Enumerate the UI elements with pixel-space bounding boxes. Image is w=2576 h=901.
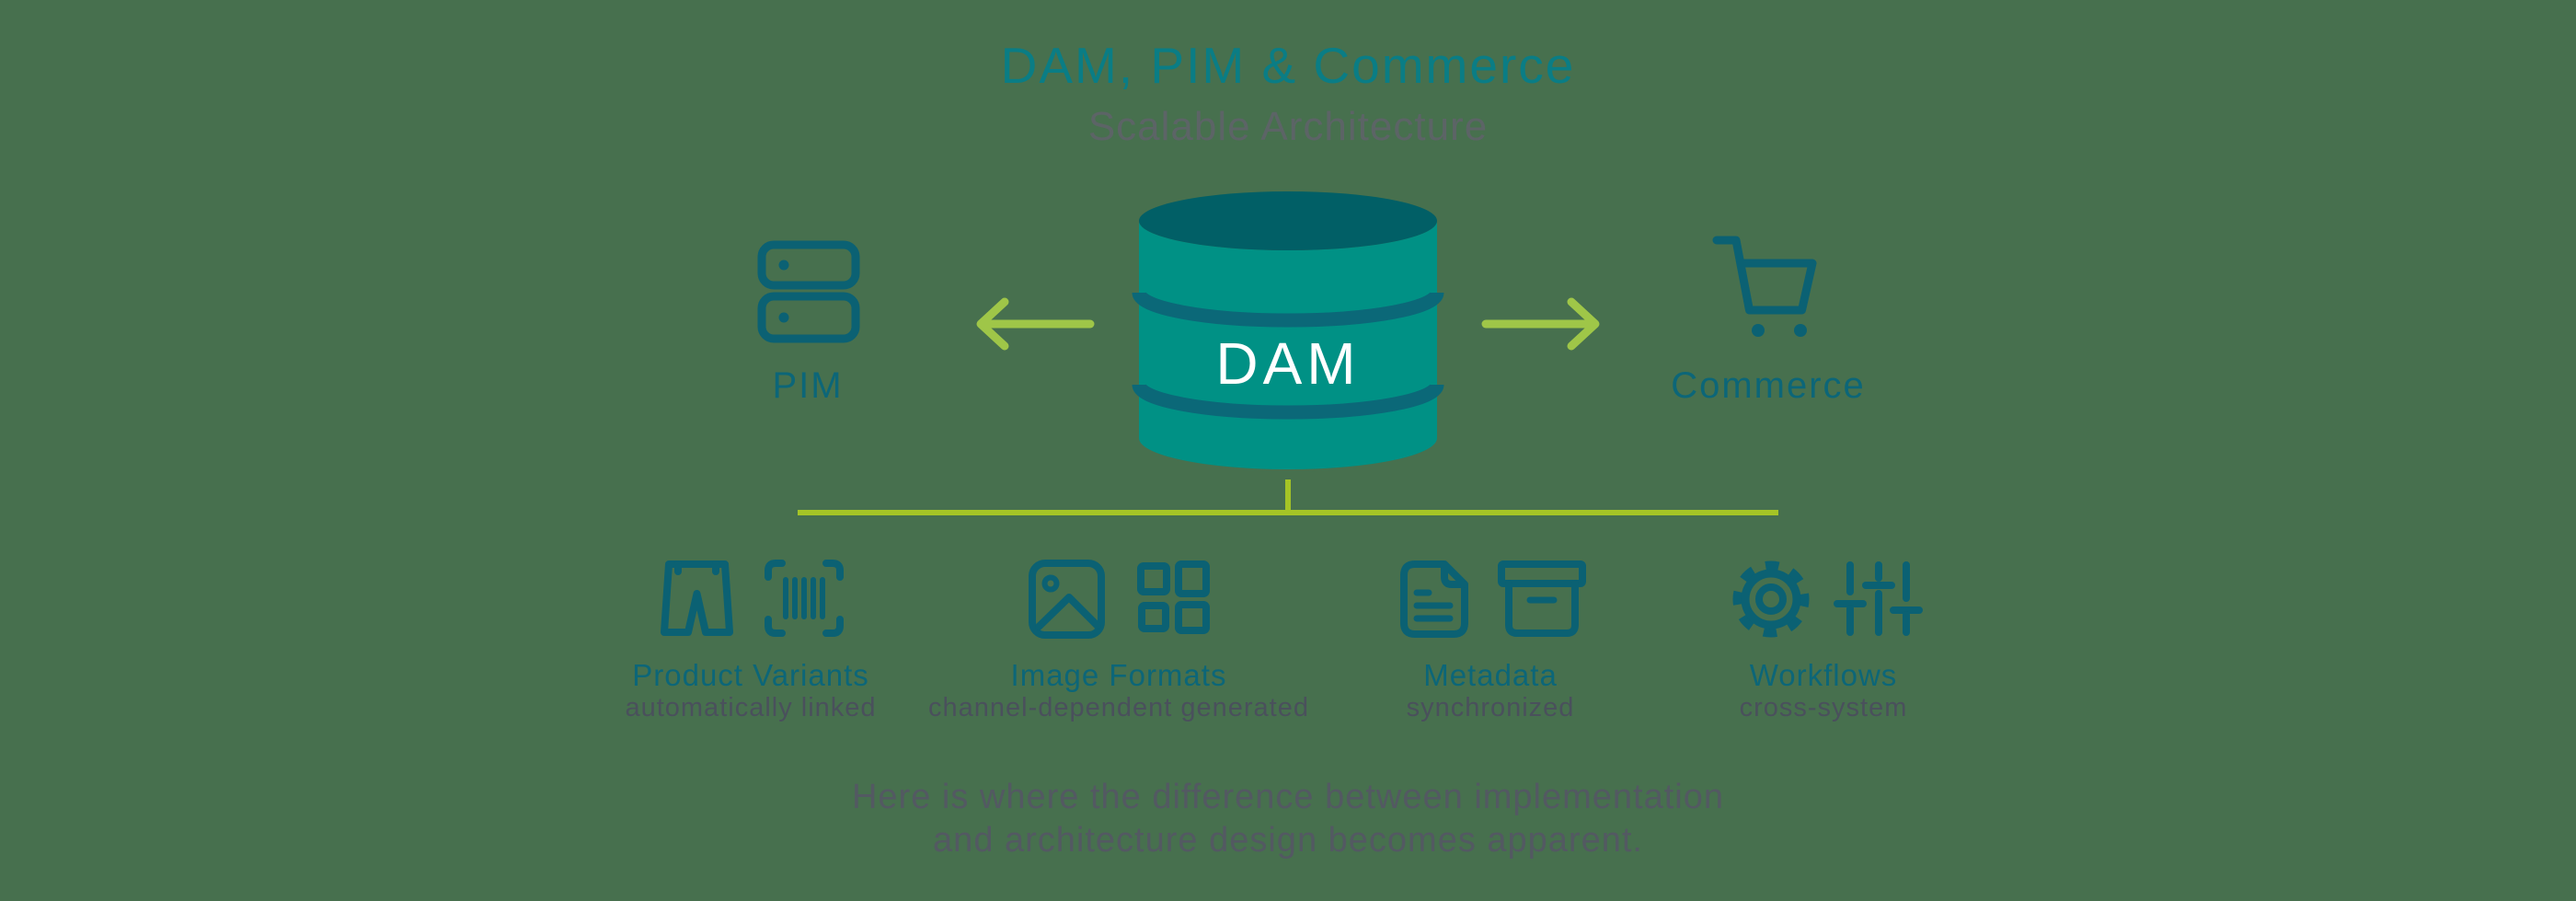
page-title: DAM, PIM & Commerce bbox=[1000, 37, 1576, 94]
server-icon bbox=[757, 240, 860, 343]
grid-icon bbox=[1137, 560, 1210, 634]
arrow-right-icon bbox=[1481, 297, 1600, 351]
barcode-scan-icon bbox=[765, 560, 844, 637]
cylinder-band bbox=[1132, 291, 1444, 328]
cylinder-top bbox=[1139, 191, 1437, 250]
shopping-cart-icon bbox=[1712, 236, 1817, 337]
footer-text-line2: and architecture design becomes apparent… bbox=[933, 821, 1643, 860]
archive-box-icon bbox=[1498, 560, 1586, 637]
cylinder-band bbox=[1132, 383, 1444, 420]
image-icon bbox=[1029, 560, 1105, 639]
sliders-icon bbox=[1834, 561, 1923, 636]
page-subtitle: Scalable Architecture bbox=[1087, 104, 1489, 149]
gear-icon bbox=[1732, 560, 1810, 638]
feature-caption-workflows: cross-system bbox=[1739, 693, 1908, 722]
dam-database-label: DAM bbox=[1215, 330, 1361, 397]
footer-text-line1: Here is where the difference between imp… bbox=[851, 778, 1725, 816]
feature-caption-image-formats: channel-dependent generated bbox=[928, 693, 1309, 722]
arrow-left-icon bbox=[976, 297, 1095, 351]
feature-label-product-variants: Product Variants bbox=[632, 658, 869, 692]
feature-label-workflows: Workflows bbox=[1749, 658, 1898, 692]
feature-caption-product-variants: automatically linked bbox=[625, 693, 877, 722]
commerce-node-label: Commerce bbox=[1671, 365, 1866, 406]
dam-database-icon bbox=[1132, 191, 1444, 469]
pim-node-label: PIM bbox=[772, 365, 844, 406]
pants-icon bbox=[661, 560, 733, 636]
feature-label-metadata: Metadata bbox=[1423, 658, 1558, 692]
feature-label-image-formats: Image Formats bbox=[1010, 658, 1227, 692]
connector-lines bbox=[798, 479, 1778, 515]
feature-caption-metadata: synchronized bbox=[1406, 693, 1575, 722]
file-text-icon bbox=[1400, 560, 1468, 638]
